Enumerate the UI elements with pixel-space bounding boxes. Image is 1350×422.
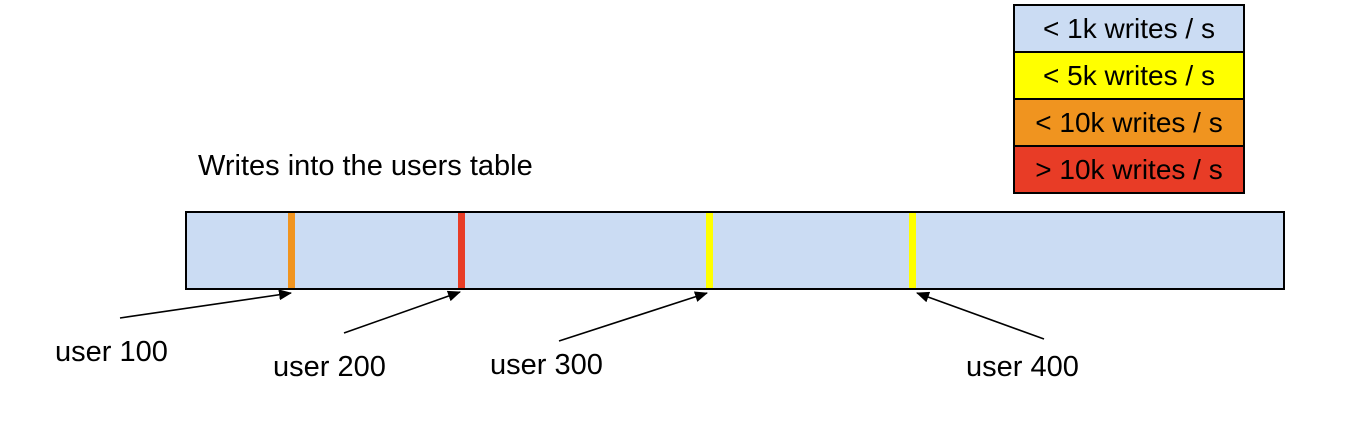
legend-item-lt-1k-label: < 1k writes / s <box>1043 12 1215 44</box>
write-hotspot-stripe-user-400 <box>909 213 916 288</box>
legend-item-lt-10k: < 10k writes / s <box>1015 98 1243 145</box>
arrow-user-200 <box>343 290 461 334</box>
label-user-100: user 100 <box>55 336 168 368</box>
legend-item-lt-5k: < 5k writes / s <box>1015 51 1243 98</box>
legend-item-lt-1k: < 1k writes / s <box>1015 6 1243 51</box>
legend-item-lt-5k-label: < 5k writes / s <box>1043 59 1215 91</box>
write-hotspot-stripe-user-300 <box>706 213 713 288</box>
label-user-300: user 300 <box>490 349 603 381</box>
label-user-400: user 400 <box>966 351 1079 383</box>
arrow-user-300 <box>558 291 708 342</box>
diagram-title: Writes into the users table <box>198 150 533 182</box>
legend: < 1k writes / s < 5k writes / s < 10k wr… <box>1013 4 1245 194</box>
users-table-bar <box>185 211 1285 290</box>
label-user-200: user 200 <box>273 351 386 383</box>
write-hotspot-stripe-user-100 <box>288 213 295 288</box>
legend-item-gt-10k-label: > 10k writes / s <box>1035 153 1223 185</box>
legend-item-gt-10k: > 10k writes / s <box>1015 145 1243 192</box>
arrow-user-400 <box>916 291 1045 340</box>
arrow-user-100 <box>119 289 292 319</box>
write-hotspot-stripe-user-200 <box>458 213 465 288</box>
legend-item-lt-10k-label: < 10k writes / s <box>1035 106 1223 138</box>
